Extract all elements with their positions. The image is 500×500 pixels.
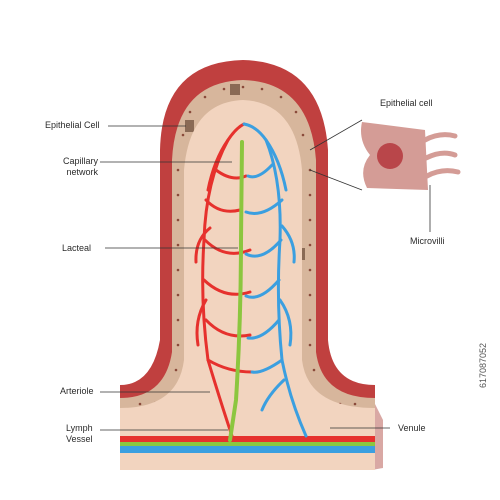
base-artery-band <box>120 436 375 442</box>
label-capillary-line-2: network <box>66 167 98 177</box>
microvilli-detail <box>422 132 461 179</box>
label-capillary-network: Capillary network <box>40 156 98 178</box>
label-venule: Venule <box>398 423 426 433</box>
label-lacteal: Lacteal <box>62 243 92 253</box>
epithelial-dots <box>138 85 357 406</box>
label-epithelial-cell: Epithelial Cell <box>45 120 100 130</box>
label-epithelial-cell-detail: Epithelial cell <box>380 98 433 108</box>
base-vein-band <box>120 446 375 453</box>
stock-id-watermark: 617087052 <box>478 342 488 388</box>
label-arteriole: Arteriole <box>60 386 94 396</box>
label-microvilli: Microvilli <box>410 236 445 246</box>
arteriole-network <box>194 122 254 438</box>
epithelial-cell-detail <box>361 122 461 190</box>
label-lymph-line-1: Lymph <box>66 423 93 433</box>
base-lymph-band <box>120 442 375 446</box>
villus-core <box>120 100 375 470</box>
cell-nucleus <box>377 143 403 169</box>
label-lymph-vessel: Lymph Vessel <box>66 423 93 445</box>
label-capillary-line-1: Capillary <box>62 156 98 166</box>
leader-lines <box>100 119 431 431</box>
lacteal-vessel <box>228 140 244 442</box>
venule-network <box>242 122 308 438</box>
label-lymph-line-2: Vessel <box>66 434 93 444</box>
